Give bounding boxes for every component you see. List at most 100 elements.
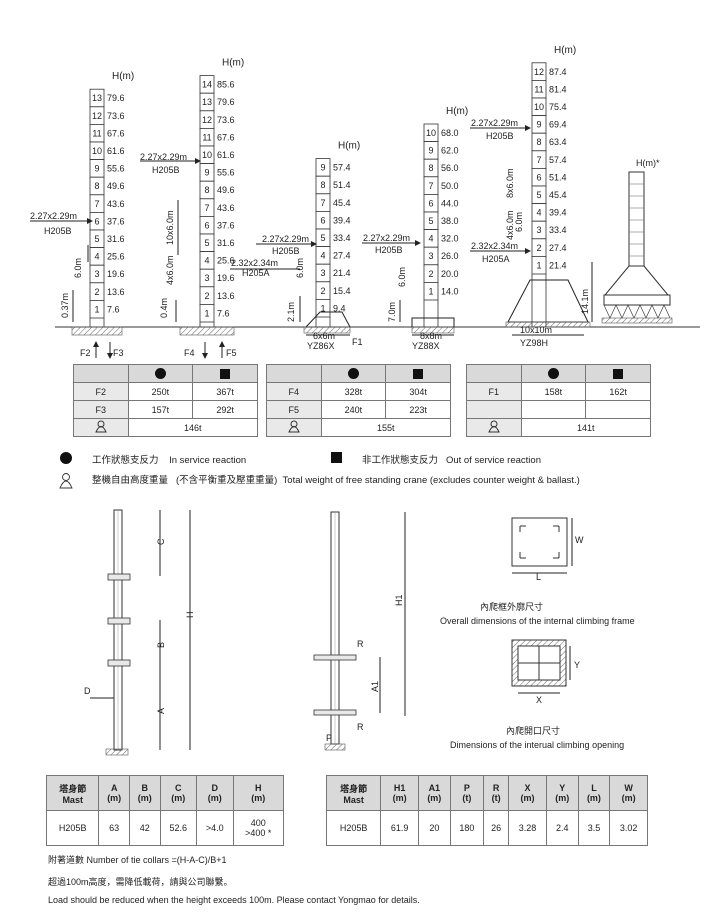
reaction-out-service: 223t [385,400,451,419]
spec-header: Y(m) [545,775,579,811]
section-height: 68.0 [441,128,459,138]
section-height: 45.4 [549,190,567,200]
c1-tie-model: H205B [44,226,72,236]
weight-icon-cell [466,418,522,437]
reaction-in-service [520,400,587,419]
section-number: 3 [94,269,99,279]
reaction-in-service: 240t [320,400,387,419]
reaction-in-service: 328t [320,382,387,401]
section-height: 62.0 [441,146,459,156]
c3-tie-size: 2.27x2.29m [262,234,309,244]
reaction-label: F1 [466,382,522,401]
c4-tie-size: 2.27x2.29m [363,233,410,243]
section-height: 50.0 [441,181,459,191]
reaction-out-service: 162t [585,382,651,401]
section-height: 9.4 [333,303,346,313]
c2-f5: F5 [226,348,237,358]
section-number: 12 [202,115,212,125]
crane-1-annotations: 2.27x2.29m H205B 6.0m 0.37m F2 F3 [30,211,124,359]
out-service-square-icon [613,368,624,379]
c2-base-model: H205A [242,268,270,278]
mast-dim-b: B [156,642,166,648]
section-height: 79.6 [107,93,125,103]
spec-value: >4.0 [195,810,234,846]
climbing-section-drawing: H1 A1 R R P [313,511,406,751]
section-height: 81.4 [549,84,567,94]
section-height: 27.4 [333,251,351,261]
c3-tie-model: H205B [272,246,300,256]
section-height: 19.6 [107,269,125,279]
c1-height-label: 6.0m [73,258,83,278]
section-number: 5 [204,238,209,248]
header-blank [266,364,322,383]
section-height: 7.6 [107,304,120,314]
frame-dim-w: W [575,535,584,545]
spec-header: C(m) [159,775,197,811]
note-height-en: Load should be reduced when the height e… [48,895,420,905]
section-number: 10 [426,128,436,138]
section-height: 15.4 [333,286,351,296]
weight-icon-cell [266,418,322,437]
section-height: 13.6 [217,291,235,301]
section-number: 7 [94,199,99,209]
section-height: 21.4 [549,260,567,270]
c3-model: YZ86X [307,341,335,351]
section-number: 9 [536,120,541,130]
section-height: 26.0 [441,251,459,261]
section-height: 75.4 [549,102,567,112]
c2-lower-height: 4x6.0m [165,255,175,285]
section-height: 32.0 [441,234,459,244]
section-height: 25.6 [107,252,125,262]
section-height: 67.6 [107,128,125,138]
in-service-dot-icon [547,368,559,380]
reaction-out-service [585,400,651,419]
section-number: 11 [534,84,543,94]
crane-4-annotations: 2.27x2.29m H205B 6.0m 7.0m 8x8m YZ88X [362,233,455,351]
spec-header: X(m) [508,775,547,811]
section-number: 4 [536,208,541,218]
reaction-label [466,400,522,419]
section-number: 4 [320,251,325,261]
section-height: 25.6 [217,256,235,266]
in-service-dot-icon [60,452,72,464]
mast-section-cell [89,299,105,319]
section-height: 57.4 [549,155,567,165]
c4-height-label: 6.0m [397,267,407,287]
spec-header: L(m) [577,775,611,811]
c6-height: 14.1m [580,289,590,314]
spec-value: 3.02 [609,810,648,846]
c5-tie-model: H205B [486,131,514,141]
section-number: 6 [94,216,99,226]
c2-base-height: 0.4m [159,298,169,318]
c2-tie-size: 2.27x2.29m [140,152,187,162]
spec-header: A1(m) [417,775,451,811]
section-height: 14.0 [441,286,459,296]
section-number: 1 [320,303,325,313]
spec-value: H205B [45,810,100,846]
spec-header: H1(m) [380,775,419,811]
section-number: 12 [534,67,544,77]
section-height: 43.6 [107,199,125,209]
c1-f3: F3 [113,348,124,358]
section-number: 4 [204,256,209,266]
spec-value: H205B [325,810,382,846]
section-number: 5 [320,233,325,243]
section-number: 3 [204,273,209,283]
mast-dim-h: H [185,612,195,619]
section-number: 6 [320,215,325,225]
total-weight: 155t [320,418,452,437]
section-number: 3 [428,251,433,261]
out-service-square-icon [220,368,231,379]
section-height: 31.6 [107,234,125,244]
section-number: 11 [92,128,101,138]
c3-f1: F1 [352,337,363,347]
